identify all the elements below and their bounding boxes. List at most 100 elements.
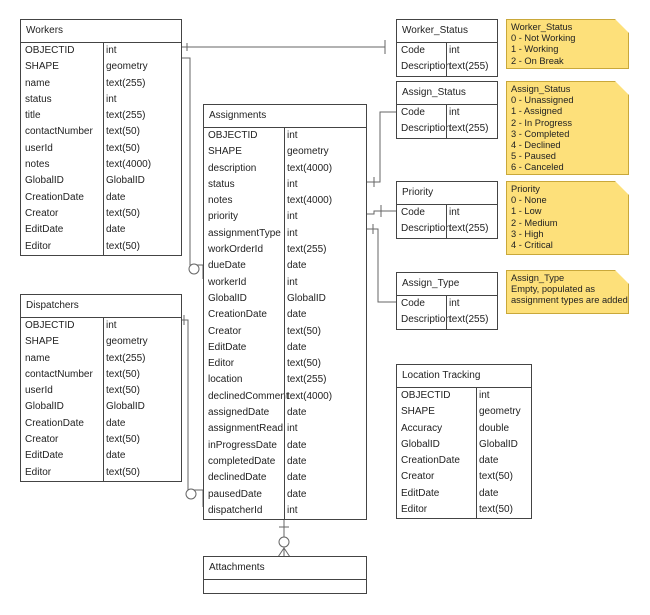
field-type: text(50) — [106, 142, 140, 154]
field-type: date — [287, 407, 307, 419]
field-type: date — [287, 309, 307, 321]
field-type: date — [106, 450, 126, 462]
field-type: int — [449, 107, 460, 118]
field-name: Editor — [25, 240, 52, 252]
field-name: Accuracy — [401, 422, 443, 434]
attachments-table[interactable]: Attachments — [203, 556, 367, 594]
field-name: userId — [25, 142, 53, 154]
field-row: OBJECTID int — [397, 388, 531, 404]
dispatchers-table-title: Dispatchers — [21, 295, 181, 318]
field-name: SHAPE — [25, 336, 59, 348]
assignments-priority-connector — [366, 210, 396, 215]
field-type: text(50) — [106, 434, 140, 446]
note-fold — [615, 181, 629, 195]
field-name: Code — [401, 45, 425, 56]
field-name: Creator — [25, 207, 59, 219]
field-type: int — [287, 504, 298, 516]
note-line: 2 - Medium — [511, 217, 558, 228]
field-row: userId text(50) — [21, 141, 181, 157]
field-type: int — [449, 45, 460, 56]
field-type: int — [106, 320, 117, 331]
field-name: Description — [401, 223, 452, 235]
column-divider — [103, 43, 104, 255]
note-line: assignment types are added — [511, 295, 628, 306]
field-name: notes — [25, 159, 50, 171]
note-line: 0 - Unassigned — [511, 95, 574, 106]
field-type: text(50) — [106, 466, 140, 478]
field-type: text(255) — [287, 374, 327, 386]
field-type: text(255) — [106, 352, 146, 364]
field-type: text(255) — [106, 77, 146, 89]
field-name: CreationDate — [401, 455, 460, 467]
field-name: EditDate — [401, 487, 440, 499]
field-type: text(50) — [106, 240, 140, 252]
field-name: CreationDate — [25, 417, 84, 429]
field-type: text(255) — [449, 223, 489, 235]
field-type: int — [287, 130, 298, 141]
note-line: 2 - On Break — [511, 55, 564, 66]
field-name: pausedDate — [208, 488, 262, 500]
field-name: OBJECTID — [208, 130, 258, 141]
note-line: 6 - Canceled — [511, 162, 564, 173]
field-type: date — [287, 472, 307, 484]
note-line: 1 - Working — [511, 44, 559, 55]
priority-table-title: Priority — [397, 182, 497, 205]
assignments-table-title: Assignments — [204, 105, 366, 128]
column-divider — [446, 43, 447, 76]
field-name: workerId — [208, 276, 247, 288]
field-type: date — [287, 341, 307, 353]
field-name: OBJECTID — [401, 390, 451, 401]
field-name: assignedDate — [208, 407, 270, 419]
field-row: OBJECTID int — [204, 128, 366, 144]
field-row: name text(255) — [21, 76, 181, 92]
field-type: GlobalID — [479, 438, 518, 450]
column-divider — [446, 105, 447, 138]
field-name: SHAPE — [401, 406, 435, 418]
field-name: name — [25, 77, 51, 89]
field-type: int — [479, 390, 490, 401]
field-type: date — [287, 455, 307, 467]
note-line: Empty, populated as — [511, 284, 596, 295]
note-line: 3 - Completed — [511, 128, 570, 139]
field-name: status — [25, 93, 52, 105]
field-type: date — [106, 191, 126, 203]
field-name: dueDate — [208, 260, 246, 272]
note-line: Priority — [511, 184, 540, 194]
field-name: notes — [208, 195, 233, 207]
workers-table-title: Workers — [21, 20, 181, 43]
note-fold — [615, 81, 629, 95]
field-type: geometry — [106, 336, 148, 348]
field-type: text(255) — [287, 244, 327, 256]
